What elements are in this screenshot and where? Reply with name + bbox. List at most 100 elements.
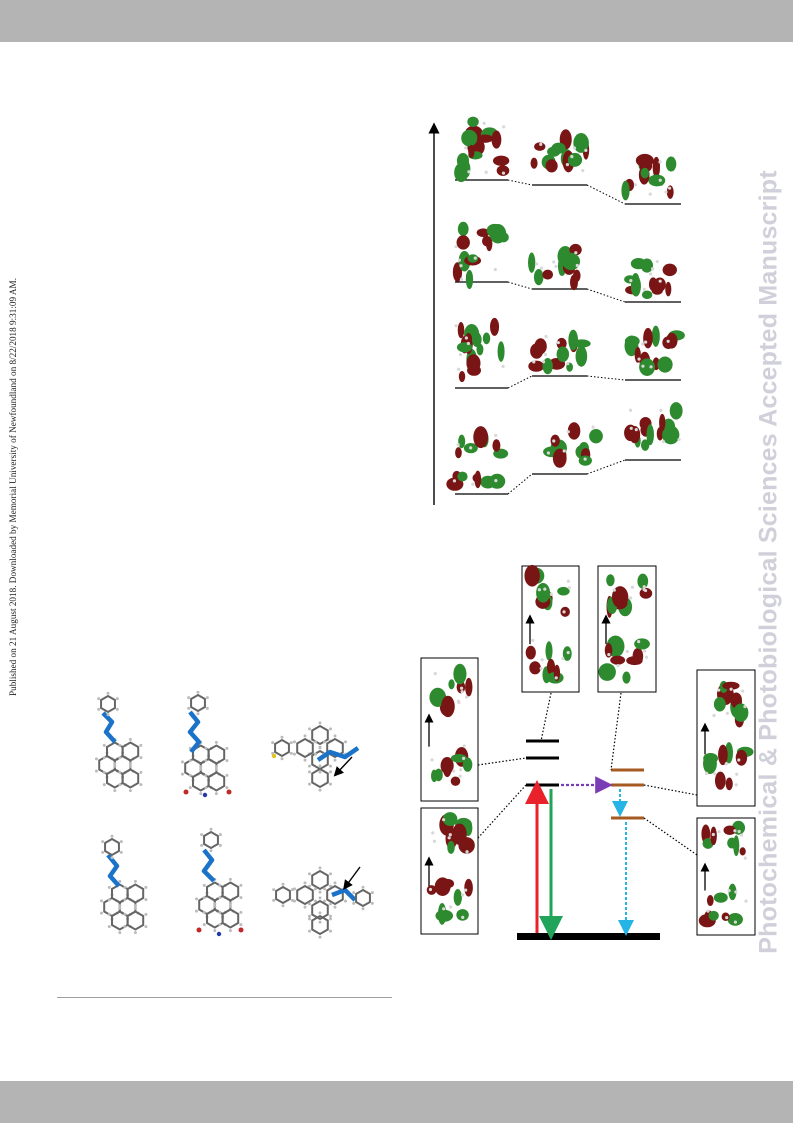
atom-dot <box>432 839 437 843</box>
orbital-lobe <box>640 167 650 179</box>
atom-dot <box>447 836 451 840</box>
atom-dot <box>457 701 461 705</box>
atom-dot <box>465 850 469 854</box>
highlighted-bond <box>316 746 360 762</box>
aromatic-ring <box>121 768 140 789</box>
atom-dot <box>737 829 741 834</box>
orbital-lobe <box>706 895 714 907</box>
atom-dot <box>658 178 662 182</box>
hydrogen-atom <box>289 751 293 755</box>
orbital-lobe <box>727 837 737 849</box>
atom-dot <box>543 587 547 591</box>
hydrogen-atom <box>318 890 322 894</box>
hydrogen-atom <box>344 899 348 903</box>
atom-dot <box>544 334 548 339</box>
orbital-lobe <box>657 356 673 373</box>
orbital-lobe <box>735 749 748 766</box>
atom-dot <box>629 426 633 430</box>
hydrogen-atom <box>213 902 217 906</box>
hydrogen-atom <box>94 757 98 761</box>
hydrogen-atom <box>202 923 206 927</box>
hydrogen-atom <box>118 879 122 883</box>
atom-dot <box>648 192 652 196</box>
atom-dot <box>457 258 462 262</box>
orbital-correlation-line <box>507 281 533 290</box>
atom-dot <box>712 713 716 718</box>
orbital-lobe <box>496 165 510 176</box>
hydrogen-atom <box>329 727 333 731</box>
hydrogen-atom <box>180 772 184 776</box>
atom-dot <box>537 588 541 592</box>
hydrogen-atom <box>118 904 122 908</box>
hydrogen-atom <box>218 843 222 847</box>
orbital-levels <box>455 179 681 495</box>
aromatic-ring <box>311 869 329 891</box>
hydrogen-atom <box>139 743 143 747</box>
hydrogen-atom <box>307 902 311 906</box>
atom-dot <box>457 367 461 371</box>
orbital-lobe <box>489 223 507 244</box>
atom-dot <box>464 146 468 150</box>
orbital-lobe <box>723 825 736 836</box>
atom-dot <box>459 264 463 268</box>
aromatic-ring <box>126 910 145 931</box>
hydrogen-atom <box>133 879 137 883</box>
orbital-lobe <box>552 448 567 468</box>
atom-dot <box>572 146 577 150</box>
orbital-lobe <box>610 655 626 665</box>
hydrogen-atom <box>199 792 203 796</box>
atom-dot <box>502 125 506 129</box>
orbital-lobe <box>454 162 469 183</box>
orbital-lobe <box>467 254 479 263</box>
hydrogen-atom <box>303 905 307 909</box>
atom-dot <box>473 256 477 260</box>
orbital-lobe <box>557 586 570 596</box>
orbital-lobe <box>447 840 455 854</box>
atom-dot <box>462 744 466 748</box>
atom-dot <box>607 652 611 657</box>
atom-dot <box>540 658 544 662</box>
hydrogen-atom <box>218 910 222 914</box>
hydrogen-atom <box>290 898 294 902</box>
atom-dot <box>658 160 662 164</box>
atom-dot <box>566 579 570 583</box>
atom-dot <box>539 142 543 147</box>
hydrogen-atom <box>292 740 296 744</box>
orbital-lobe <box>442 812 458 826</box>
orbital-lobe <box>450 776 461 786</box>
oxygen-atom <box>238 927 244 933</box>
orbital-lobe <box>662 425 680 445</box>
orbital-lobe <box>568 329 579 351</box>
atom-dot <box>494 479 498 483</box>
atom-dot <box>743 856 747 860</box>
orbital-lobe <box>446 477 464 491</box>
hydrogen-atom <box>318 896 322 900</box>
atom-dot <box>583 457 587 461</box>
atom-dot <box>561 656 565 661</box>
atom-dot <box>727 889 731 893</box>
orbital-correlation-line <box>507 375 533 389</box>
hydrogen-atom <box>307 770 311 774</box>
aromatic-ring <box>311 899 329 921</box>
hydrogen-atom <box>272 898 276 902</box>
atom-dot <box>637 640 641 644</box>
hydrogen-atom <box>322 740 326 744</box>
atom-dot <box>549 592 553 596</box>
atom-dot <box>737 758 741 762</box>
orbital-lobe <box>534 142 546 151</box>
atom-dot <box>734 890 738 894</box>
hydrogen-atom <box>225 786 229 790</box>
atom-dot <box>581 168 585 173</box>
atom-dot <box>667 186 672 190</box>
atom-dot <box>644 655 649 659</box>
pointer-arrows <box>333 756 361 890</box>
hydrogen-atom <box>107 885 111 889</box>
hydrogen-atom <box>361 885 365 889</box>
orbital-lobe <box>556 346 570 363</box>
atom-dot <box>641 342 645 346</box>
hydrogen-atom <box>123 912 127 916</box>
atom-dot <box>449 905 453 909</box>
orbital-lobe <box>441 878 455 889</box>
hydrogen-atom <box>370 901 374 905</box>
